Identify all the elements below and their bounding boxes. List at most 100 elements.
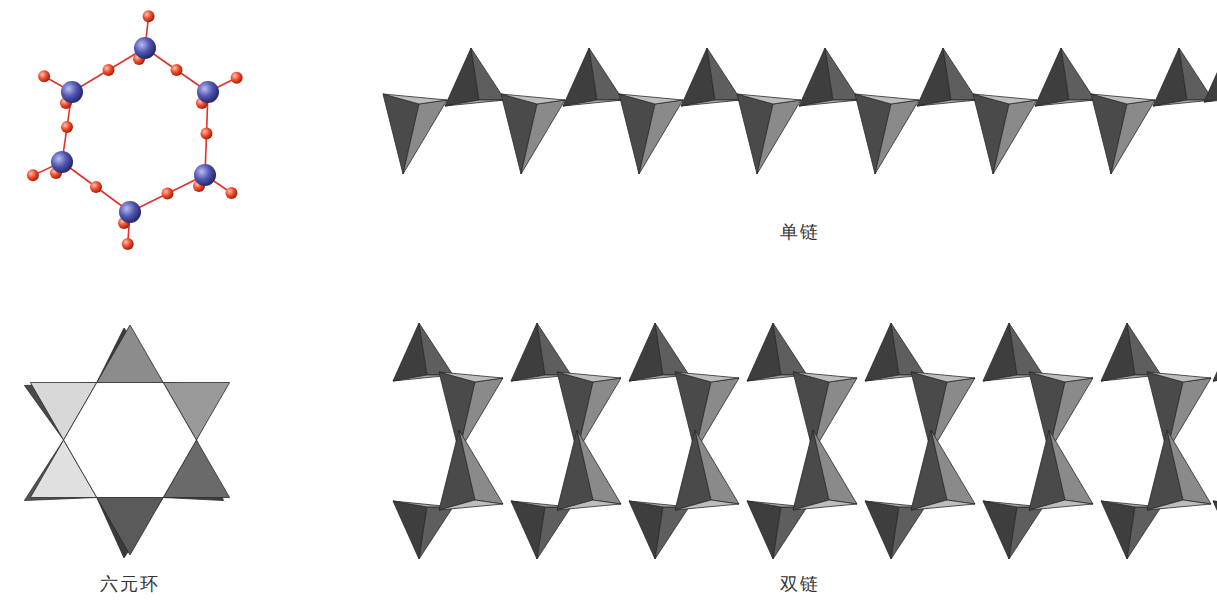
tetrahedron-face [855, 94, 919, 104]
tetrahedron-face [1179, 48, 1213, 100]
oxygen-atom [162, 188, 174, 200]
tetrahedron-face [681, 100, 741, 106]
tetrahedron-face [973, 94, 1037, 104]
tetrahedron-face [1213, 501, 1217, 559]
tetrahedron-face [97, 325, 163, 383]
tetrahedron-face [445, 100, 505, 106]
tetrahedron-face [875, 100, 919, 174]
tetrahedron-face [1153, 100, 1213, 106]
oxygen-atom [225, 187, 237, 199]
tetrahedron-face [1204, 96, 1217, 102]
tetrahedron-face [577, 430, 621, 504]
tetrahedron-face [799, 100, 859, 106]
tetrahedron-face [97, 498, 163, 559]
ring-opening [64, 383, 197, 498]
tetrahedron-face [1213, 501, 1217, 507]
tetrahedron-face [1009, 507, 1043, 559]
tetrahedron-face [917, 100, 977, 106]
figure-caption: 六元环 [100, 572, 160, 596]
tetrahedron-face [383, 94, 447, 104]
tetrahedron-face [943, 48, 977, 100]
tetrahedron-face [757, 100, 801, 174]
tetrahedron-face [439, 500, 503, 510]
oxygen-atom [90, 181, 102, 193]
tetrahedron-face [793, 372, 857, 382]
bond-line [72, 48, 145, 92]
silicon-atom [61, 81, 83, 103]
tetrahedron-face [563, 100, 623, 106]
tetrahedron-face [773, 507, 807, 559]
tetrahedron-face [1167, 430, 1211, 504]
tetrahedron-face [521, 100, 565, 174]
tetrahedron-face [557, 372, 621, 382]
ball-stick-ring [27, 10, 243, 250]
tetrahedron-face [1091, 94, 1155, 104]
tetrahedron-face [557, 500, 621, 510]
figure-caption: 单链 [780, 220, 820, 244]
tetrahedron-face [459, 430, 503, 504]
silicon-atom [51, 151, 73, 173]
tetrahedron-face [655, 507, 689, 559]
tetrahedron-face [655, 323, 689, 375]
tetrahedron-face [1035, 100, 1095, 106]
oxygen-atom [61, 121, 73, 133]
tetrahedron-face [403, 100, 447, 174]
oxygen-atom [103, 64, 115, 76]
tetrahedron-face [911, 372, 975, 382]
oxygen-atom [231, 72, 243, 84]
silicon-atom [134, 37, 156, 59]
tetrahedron-face [993, 100, 1037, 174]
tetrahedron-face [1127, 323, 1161, 375]
tetrahedron-face [1213, 323, 1217, 381]
tetrahedron-face [1127, 507, 1161, 559]
silicon-atom [197, 81, 219, 103]
tetrahedron-face [813, 430, 857, 504]
tetrahedron-face [931, 430, 975, 504]
tetrahedron-face [891, 507, 925, 559]
tetrahedron-face [1009, 323, 1043, 375]
tetrahedron-face [537, 507, 571, 559]
bond-line [145, 48, 208, 92]
tetrahedron-face [1111, 100, 1155, 174]
tetrahedron-face [1147, 500, 1211, 510]
tetrahedron-face [695, 430, 739, 504]
oxygen-atom [27, 169, 39, 181]
single-chain [383, 44, 1217, 174]
tetrahedron-face [589, 48, 623, 100]
bond-line [62, 162, 130, 212]
tetrahedron-face [737, 94, 801, 104]
tetrahedron-face [419, 323, 453, 375]
oxygen-atom [143, 10, 155, 22]
figure-caption: 双链 [780, 572, 820, 596]
oxygen-atom [171, 64, 183, 76]
tetrahedron-face [97, 498, 163, 556]
tetrahedron-face [619, 94, 683, 104]
tetrahedra-ring [24, 325, 229, 558]
double-chain [393, 323, 1217, 559]
tetrahedron-face [537, 323, 571, 375]
tetrahedron-face [891, 323, 925, 375]
silicon-atom [194, 164, 216, 186]
tetrahedron-face [439, 372, 503, 382]
tetrahedron-face [911, 500, 975, 510]
oxygen-atom [122, 238, 134, 250]
tetrahedron-face [639, 100, 683, 174]
tetrahedron-face [1029, 372, 1093, 382]
tetrahedron-face [419, 507, 453, 559]
tetrahedron-face [773, 323, 807, 375]
tetrahedron-face [675, 500, 739, 510]
silicon-atom [119, 201, 141, 223]
tetrahedron-face [1147, 372, 1211, 382]
tetrahedron-face [1204, 44, 1217, 102]
tetrahedron-face [825, 48, 859, 100]
tetrahedron-face [501, 94, 565, 104]
bond-line [130, 175, 205, 212]
tetrahedron-face [675, 372, 739, 382]
oxygen-atom [201, 128, 213, 140]
tetrahedron-face [1049, 430, 1093, 504]
tetrahedron-face [1213, 375, 1217, 381]
tetrahedron-face [793, 500, 857, 510]
tetrahedron-face [471, 48, 505, 100]
